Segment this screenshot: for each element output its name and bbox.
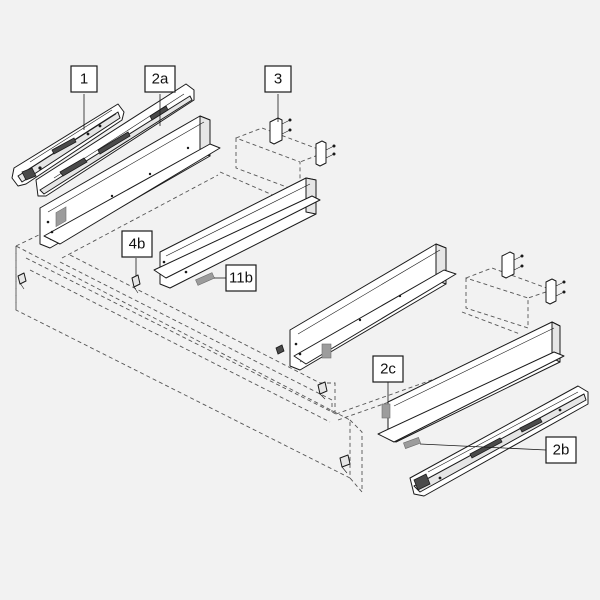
callout-4b-text: 4b [129,236,146,253]
callout-1: 1 [70,65,98,93]
runner-with-sync-left [35,83,195,197]
inner-drawer-side [153,177,321,289]
drawer-front-outline [15,219,551,494]
callout-11b-text: 11b [229,270,253,287]
rear-bracket-upper-left [269,117,292,145]
drawer-side-left [39,115,221,249]
callout-1-text: 1 [80,71,88,88]
front-fixing-clip-low [339,454,351,474]
callout-3-text: 3 [274,71,282,88]
callout-2c-text: 2c [380,361,396,378]
runner-left [11,103,125,187]
callout-11b: 11b [225,264,257,292]
rear-bracket-lower-left [501,251,524,279]
callout-2a: 2a [144,65,176,93]
callout-2b: 2b [545,436,577,464]
rear-bracket-upper-right [315,140,336,167]
callout-2c: 2c [372,355,404,383]
rear-bracket-lower-right [545,278,566,305]
callout-2a-text: 2a [152,71,169,88]
callout-4b: 4b [121,230,153,258]
runner-right [409,385,589,497]
callout-2b-text: 2b [553,442,570,459]
leader-lines [83,94,547,451]
front-fixing-clip-left [17,272,27,290]
callout-3: 3 [264,65,292,93]
drawer-side-front-right [377,321,565,449]
front-fixing-clip-mid [317,381,328,400]
drawer-side-right [275,243,457,371]
